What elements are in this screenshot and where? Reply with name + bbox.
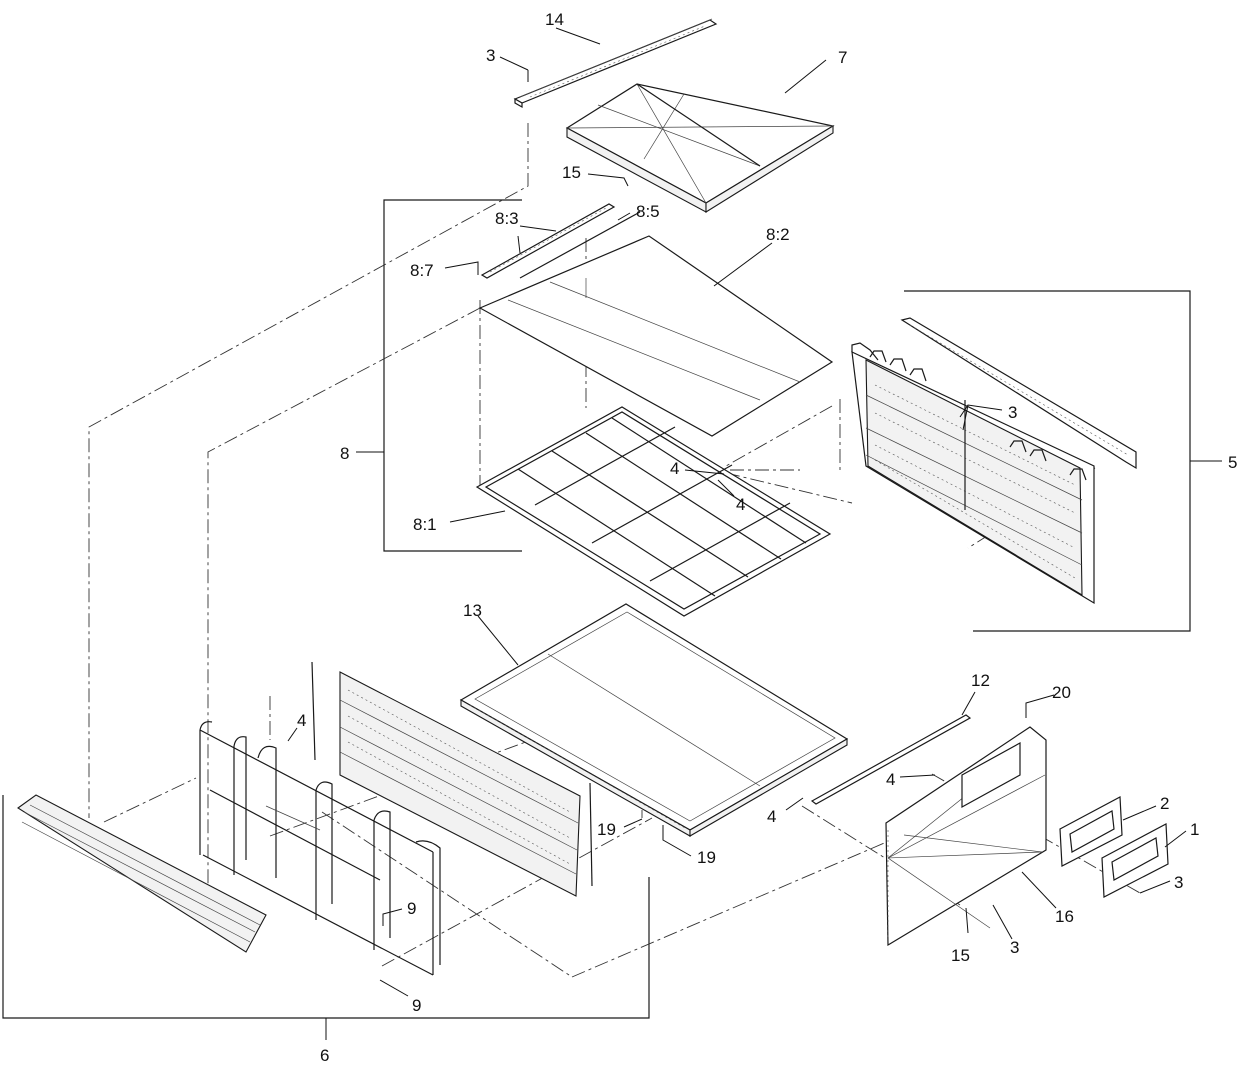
- callout-8-2: 8:2: [766, 225, 790, 244]
- callout-14: 14: [545, 10, 564, 29]
- part-6-side-sheet: [339, 671, 593, 897]
- callout-3: 3: [1174, 873, 1183, 892]
- callout-4: 4: [297, 711, 306, 730]
- callout-2: 2: [1160, 794, 1169, 813]
- callout-8-3: 8:3: [495, 209, 519, 228]
- part-6-fender: [17, 794, 267, 953]
- callout-20: 20: [1052, 683, 1071, 702]
- callout-6: 6: [320, 1046, 329, 1065]
- part-2-frame: [1059, 796, 1123, 867]
- callout-3: 3: [486, 46, 495, 65]
- part-8-3-rail: [480, 203, 616, 279]
- callout-16: 16: [1055, 907, 1074, 926]
- leader-lines: [287, 27, 1187, 997]
- part-1-frame: [1101, 823, 1169, 898]
- callout-4: 4: [670, 459, 679, 478]
- part-8-1-roof-frame: [475, 406, 832, 617]
- callout-12: 12: [971, 671, 990, 690]
- callout-5: 5: [1228, 453, 1237, 472]
- callout-4: 4: [767, 807, 776, 826]
- part-5-side-panel: [851, 342, 1095, 605]
- callout-8: 8: [340, 444, 349, 463]
- callout-8-7: 8:7: [410, 261, 434, 280]
- callout-4: 4: [736, 495, 745, 514]
- group-bracket-8: [356, 199, 522, 552]
- part-5-top-rail: [900, 317, 1137, 470]
- callout-7: 7: [838, 48, 847, 67]
- callout-3: 3: [1008, 403, 1017, 422]
- group-bracket-5: [904, 290, 1222, 632]
- callout-19: 19: [697, 848, 716, 867]
- callout-9: 9: [407, 899, 416, 918]
- group-bracket-6: [2, 795, 650, 1040]
- callout-8-1: 8:1: [413, 515, 437, 534]
- callout-3: 3: [1010, 938, 1019, 957]
- part-8-2-roof-sheet: [478, 235, 834, 437]
- callout-15: 15: [562, 163, 581, 182]
- callout-19: 19: [597, 820, 616, 839]
- part-13-floor-panel: [459, 603, 849, 837]
- part-8-5-bar: [519, 211, 641, 279]
- part-6-bow-frame: [199, 661, 441, 976]
- part-7-roof-cap: [565, 83, 835, 213]
- callout-4: 4: [886, 770, 895, 789]
- part-20-end-panel: [885, 726, 1047, 947]
- callout-labels: 14 3 7 15 8:3 8:5 8:7 8:2 8 4 4 8:1 3 5 …: [297, 10, 1237, 1065]
- callout-1: 1: [1190, 820, 1199, 839]
- callout-13: 13: [463, 601, 482, 620]
- callout-9: 9: [412, 996, 421, 1015]
- callout-8-5: 8:5: [636, 202, 660, 221]
- part-12-rail: [810, 714, 972, 805]
- part-14-roof-rail: [513, 18, 718, 109]
- callout-15: 15: [951, 946, 970, 965]
